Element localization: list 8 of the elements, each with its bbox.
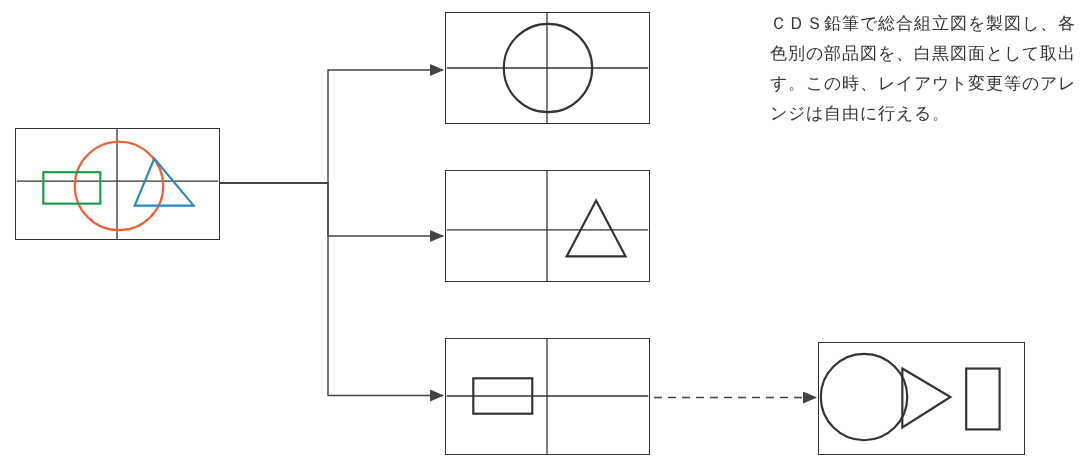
drawing-sheet	[445, 338, 650, 455]
drawing-sheet	[445, 12, 650, 124]
drawing-sheet	[445, 170, 650, 282]
note-text: ＣＤＳ鉛筆で総合組立図を製図し、各色別の部品図を、白黒図面として取出す。この時、レイアウト変更等のアレンジは自由に行える。	[770, 12, 1077, 125]
arrow	[653, 391, 817, 404]
arrow	[219, 182, 444, 402]
drawing-sheet	[818, 342, 1025, 455]
drawing-sheet	[15, 128, 220, 240]
